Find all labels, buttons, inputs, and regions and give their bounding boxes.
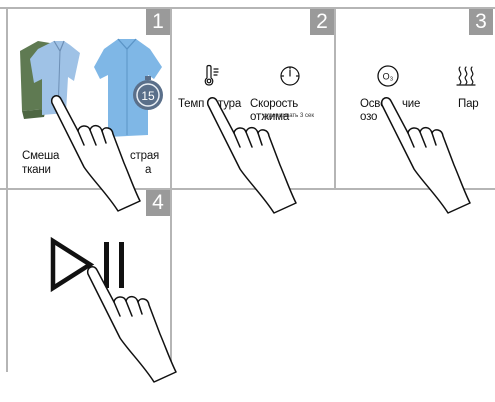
panel-2: 2 Темп тура Скорость отжима • удерживать… [172, 9, 334, 188]
label-fresh-line2: озо [360, 111, 377, 124]
panel-number: 3 [469, 9, 493, 35]
panel-number: 4 [146, 190, 170, 216]
panel-1: 1 15 Смеша страя ткани а [8, 9, 170, 188]
label-mixed-2: ткани [22, 164, 51, 177]
panel-4: 4 [8, 190, 170, 372]
steam-icon [455, 65, 477, 87]
hand-pointer-icon [84, 262, 224, 402]
ozone-icon: O₃ [376, 64, 400, 88]
thermometer-icon [202, 65, 222, 87]
hand-pointer-icon [204, 93, 344, 233]
panel-number: 2 [310, 9, 334, 35]
label-temperature-part1: Темп [178, 98, 204, 111]
hand-pointer-icon [378, 93, 495, 233]
spin-dial-icon [279, 65, 301, 87]
ozone-symbol: O₃ [383, 72, 394, 82]
panel-3: 3 O₃ Осве чие озо Пар [336, 9, 495, 188]
